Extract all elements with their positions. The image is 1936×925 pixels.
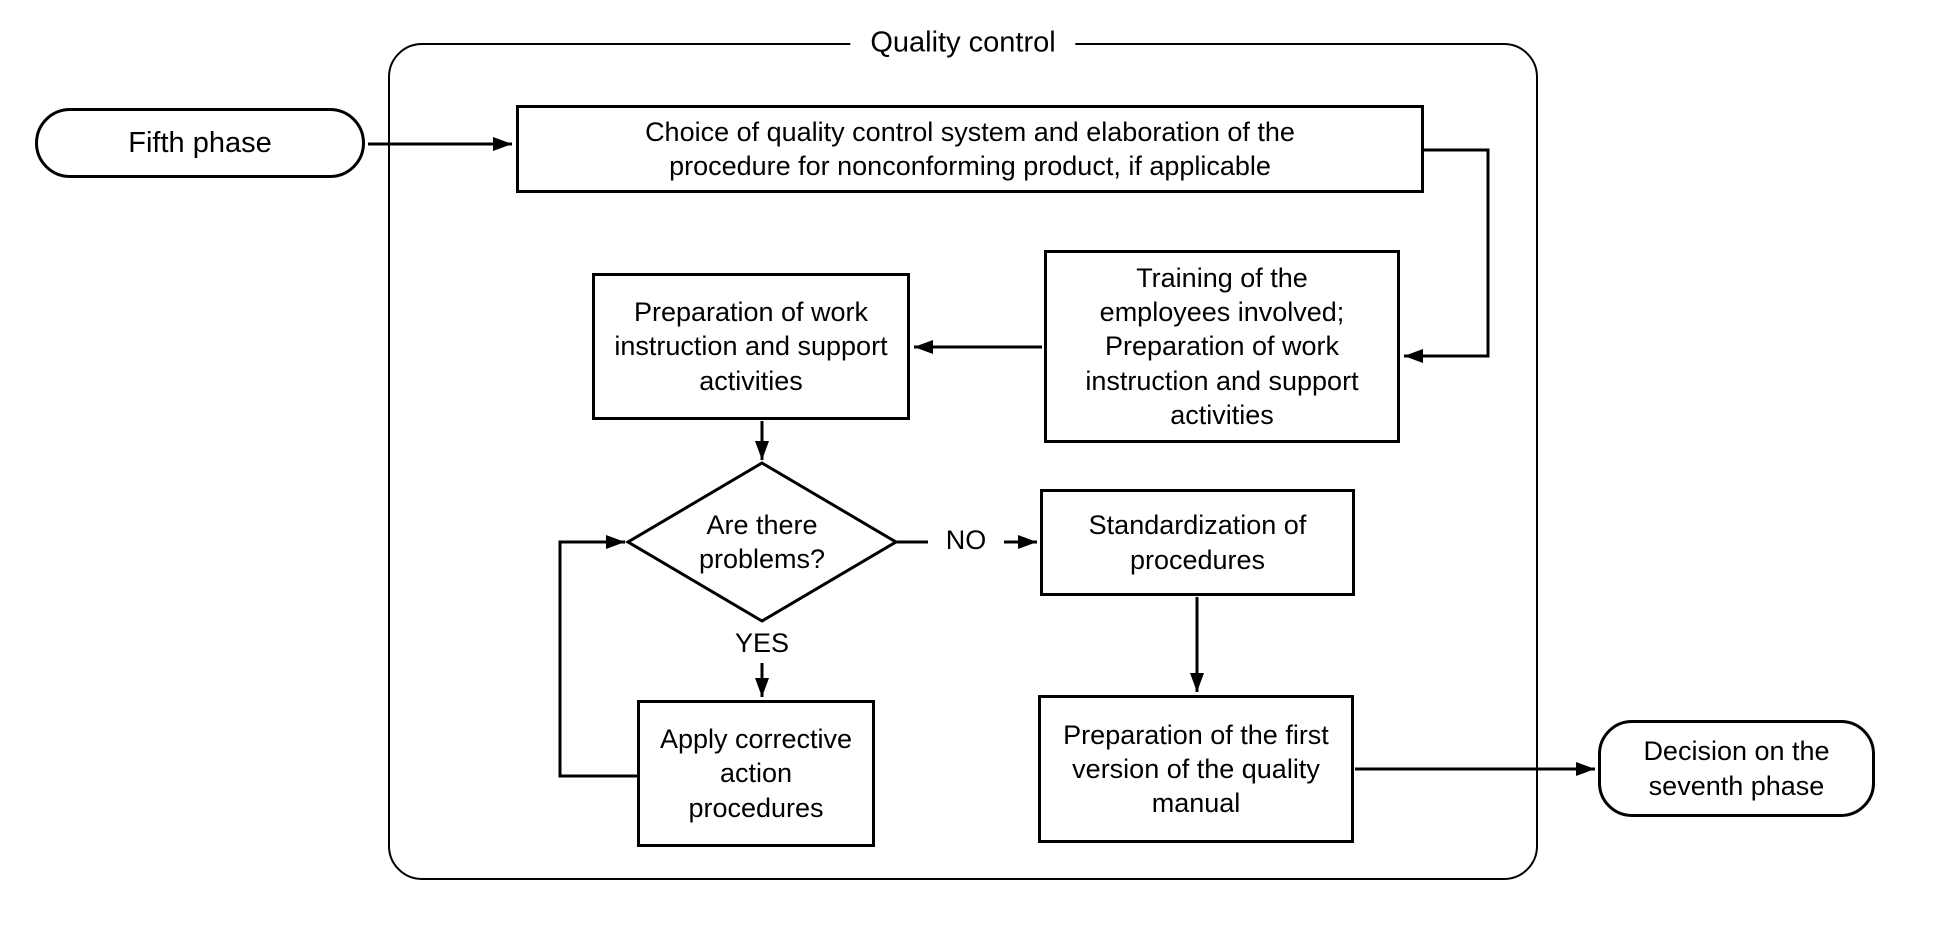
node-are-there-problems-label: Are there problems? <box>698 509 826 574</box>
group-title: Quality control <box>850 25 1076 61</box>
node-preparation-first-version: Preparation of the first version of the … <box>1038 695 1354 843</box>
node-choice-label: Choice of quality control system and ela… <box>645 116 1295 181</box>
node-preparation-label: Preparation of work instruction and supp… <box>614 297 888 396</box>
edge-choice-to-training <box>1404 148 1490 363</box>
node-training-label: Training of the employees involved; Prep… <box>1085 263 1359 430</box>
node-decision-label: Decision on the seventh phase <box>1643 736 1830 801</box>
node-are-there-problems: Are there problems? <box>662 500 862 584</box>
node-apply-corrective-label: Apply corrective action procedures <box>659 724 853 823</box>
decision-diamond-shape <box>625 461 899 623</box>
node-training-of-employees: Training of the employees involved; Prep… <box>1044 250 1400 443</box>
node-decision-seventh-phase: Decision on the seventh phase <box>1598 720 1875 817</box>
node-fifth-phase-label: Fifth phase <box>128 126 272 159</box>
edge-label-no: NO <box>930 525 1002 556</box>
edge-label-yes: YES <box>722 628 802 659</box>
node-apply-corrective-action: Apply corrective action procedures <box>637 700 875 847</box>
edge-apply-loop-to-diamond <box>558 535 637 778</box>
node-standardization-of-procedures: Standardization of procedures <box>1040 489 1355 596</box>
node-standardization-label: Standardization of procedures <box>1088 510 1307 575</box>
node-prep-first-version-label: Preparation of the first version of the … <box>1063 719 1329 818</box>
node-fifth-phase: Fifth phase <box>35 108 365 178</box>
node-choice-of-quality-control: Choice of quality control system and ela… <box>516 105 1424 193</box>
node-preparation-of-work-instruction: Preparation of work instruction and supp… <box>592 273 910 420</box>
